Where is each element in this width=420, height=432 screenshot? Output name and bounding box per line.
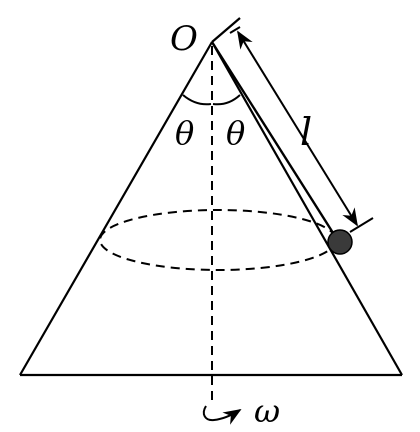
length-dimension-arrow [237,30,358,227]
length-label: l [300,110,312,154]
cone-left-edge [19,41,213,376]
circular-path [99,209,337,271]
angle-arc-right [212,94,241,106]
length-ext-bottom [349,217,374,233]
angular-velocity-label: ω [254,392,280,430]
pendulum-ball [327,229,353,255]
angle-arc-left [182,94,212,106]
angle-right-label: θ [226,114,245,152]
apex-label: O [170,19,198,59]
cone-right-edge [211,41,403,376]
pivot-line [211,17,241,43]
angle-left-label: θ [175,114,194,152]
length-ext-top [229,26,241,34]
rotation-direction-arrow [202,405,242,425]
